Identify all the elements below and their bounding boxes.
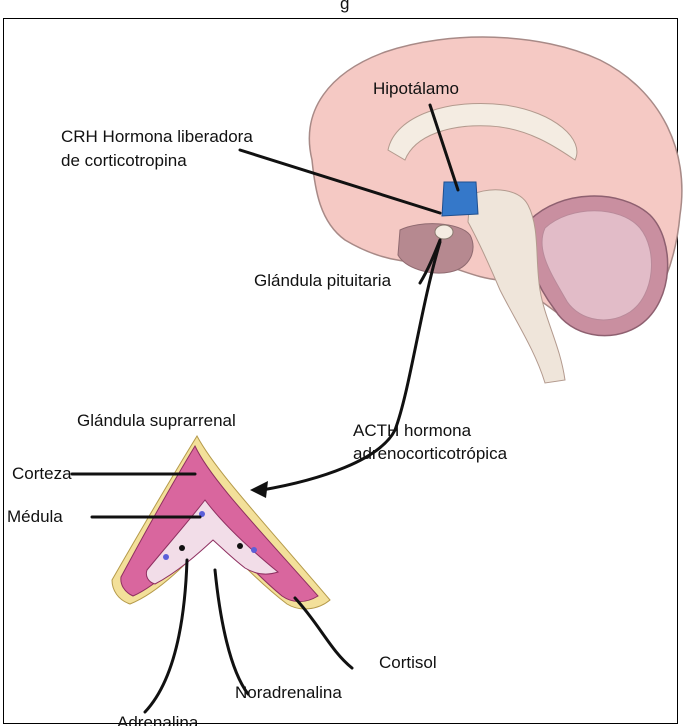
adrenal-gland <box>112 436 330 609</box>
medulla-dot-4 <box>163 554 169 560</box>
label-corteza: Corteza <box>12 463 72 484</box>
label-noradrenalina: Noradrenalina <box>235 682 342 703</box>
hypothalamus <box>442 182 478 216</box>
label-suprarrenal: Glándula suprarrenal <box>77 410 236 431</box>
pituitary <box>435 225 453 239</box>
line-noradrenalina <box>215 570 248 694</box>
line-cortisol <box>295 598 352 668</box>
label-adrenalina: Adrenalina <box>117 712 198 726</box>
label-crh-line1: CRH Hormona liberadora <box>61 126 253 147</box>
medulla-dot-5 <box>251 547 257 553</box>
label-medula: Médula <box>7 506 63 527</box>
label-pituitaria: Glándula pituitaria <box>254 270 391 291</box>
medulla-dot-3 <box>237 543 243 549</box>
label-acth-line1: ACTH hormona <box>353 420 471 441</box>
label-acth-line2: adrenocorticotrópica <box>353 443 507 464</box>
medulla-dot-2 <box>179 545 185 551</box>
label-crh-line2: de corticotropina <box>61 150 187 171</box>
label-hipotalamo: Hipotálamo <box>373 78 459 99</box>
label-cortisol: Cortisol <box>379 652 437 673</box>
acth-arrowhead <box>250 481 268 498</box>
brain <box>309 37 682 383</box>
